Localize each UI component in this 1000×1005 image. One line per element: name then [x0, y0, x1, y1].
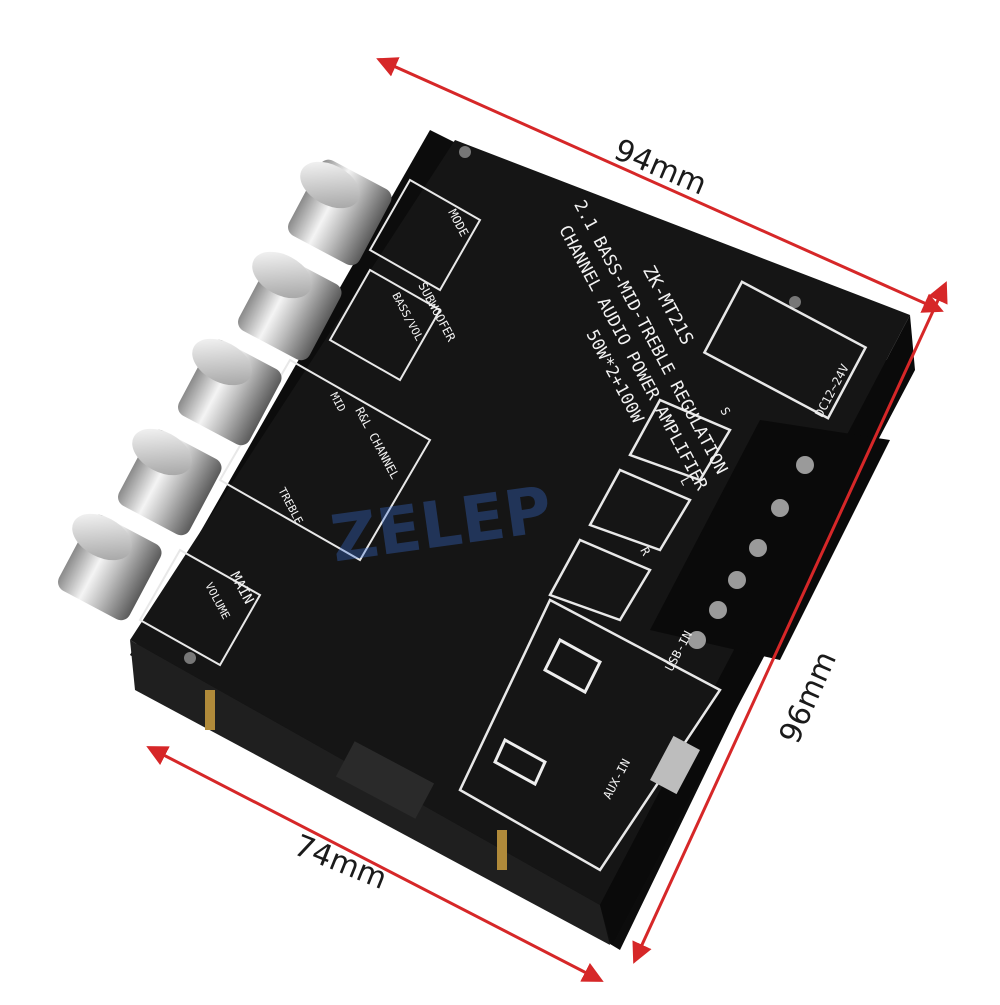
- knob-volume[interactable]: [54, 504, 165, 623]
- screw-icon: [459, 146, 471, 158]
- knob-subwoofer[interactable]: [234, 242, 345, 363]
- brass-standoff: [497, 830, 507, 870]
- knob-mid[interactable]: [174, 329, 285, 448]
- knob-treble[interactable]: [114, 419, 225, 538]
- knobs: [54, 152, 395, 623]
- usb-icon: [543, 637, 602, 695]
- dimension-arrows: [146, 57, 948, 982]
- knob-mode[interactable]: [284, 152, 395, 268]
- terminal-screw-icon: [709, 601, 727, 619]
- terminal-screw-icon: [728, 571, 746, 589]
- arrow-front: [146, 746, 604, 982]
- arrow-depth: [632, 281, 948, 964]
- terminal-screw-icon: [796, 456, 814, 474]
- screw-icon: [789, 296, 801, 308]
- brass-standoff: [205, 690, 215, 730]
- screw-icon: [184, 652, 196, 664]
- terminal-screw-icon: [771, 499, 789, 517]
- arrow-width: [376, 57, 944, 313]
- terminal-screw-icon: [749, 539, 767, 557]
